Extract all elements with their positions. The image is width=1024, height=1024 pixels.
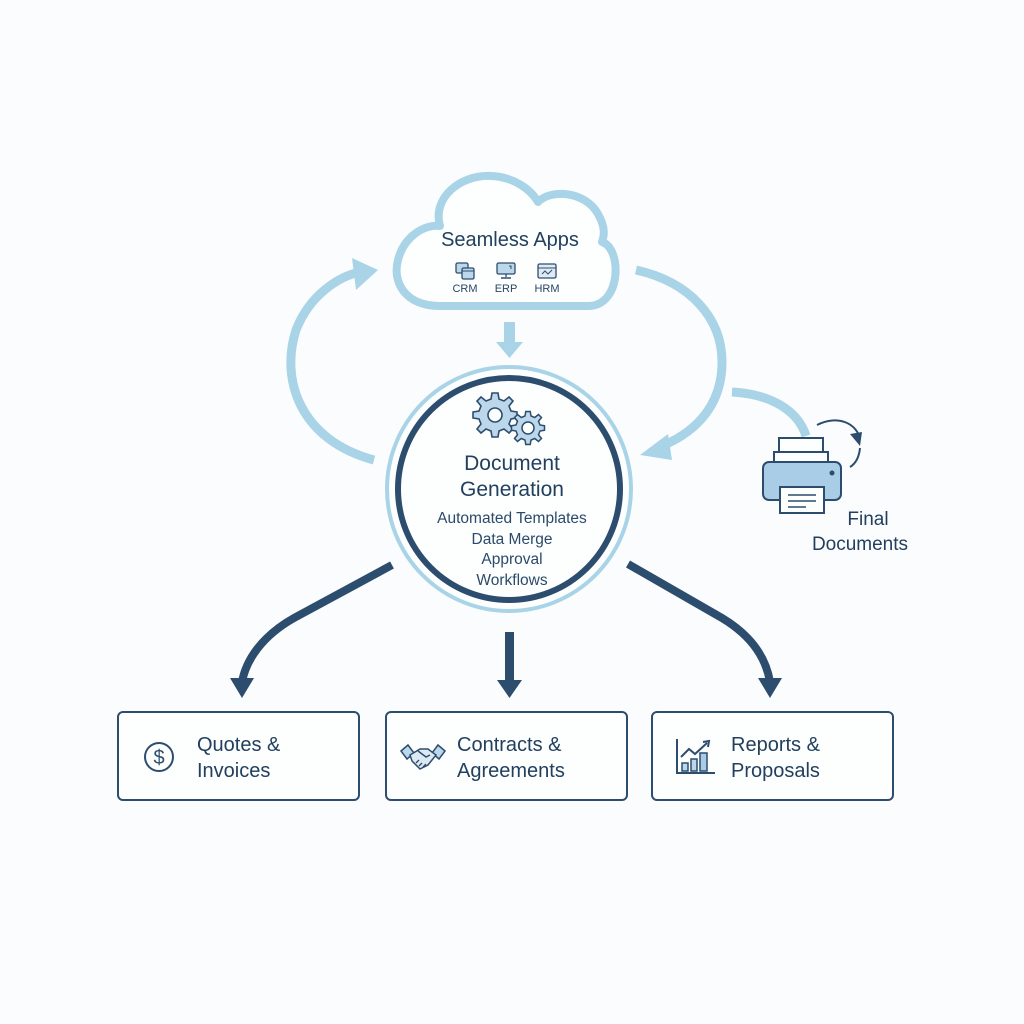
final-label-line2: Documents — [811, 534, 909, 555]
core-feature: Automated Templates — [437, 510, 587, 527]
card-label-line1: Quotes & — [197, 734, 281, 756]
card-label-line1: Contracts & — [457, 734, 562, 756]
core-features: Automated Templates Data Merge Approval … — [412, 509, 612, 591]
arrow-loop-left — [286, 267, 376, 465]
erp-monitor-icon — [496, 262, 516, 279]
bar-chart-icon — [676, 739, 715, 774]
refresh-arrow-icon — [816, 419, 862, 468]
core-feature: Data Merge — [471, 530, 553, 548]
cloud-shape — [392, 171, 620, 310]
card-label-line2: Invoices — [197, 760, 271, 782]
app-label-erp: ERP — [494, 283, 518, 295]
arrow-core-to-quotes — [230, 561, 394, 698]
core-inner-ring — [395, 375, 623, 603]
printer-icon — [762, 437, 842, 514]
card-contracts-agreements[interactable]: Contracts & Agreements — [385, 711, 628, 801]
core-title: Document Generation — [412, 451, 612, 503]
card-reports-proposals[interactable]: Reports & Proposals — [651, 711, 894, 801]
core-feature: Workflows — [476, 571, 548, 589]
card-label: Reports & Proposals — [731, 732, 820, 784]
app-label-crm: CRM — [452, 283, 478, 295]
hrm-browser-icon — [537, 263, 557, 279]
core-feature: Approval — [481, 551, 543, 568]
card-label: Contracts & Agreements — [457, 732, 565, 784]
final-label-line1: Final — [847, 509, 889, 530]
app-crm: CRM — [445, 262, 485, 295]
arrow-cloud-to-core — [496, 322, 523, 358]
crm-windows-icon — [455, 262, 475, 280]
card-label-line2: Proposals — [731, 760, 820, 782]
arrow-core-to-printer — [731, 387, 811, 438]
arrow-loop-right-head — [640, 434, 672, 460]
dollar-icon: $ — [144, 742, 174, 772]
cloud-title: Seamless Apps — [441, 229, 579, 251]
core-title-line1: Document — [464, 452, 560, 475]
arrow-loop-right — [635, 265, 727, 451]
card-label-line1: Reports & — [731, 734, 820, 756]
arrow-loop-left-head — [352, 258, 378, 290]
gears-icon — [472, 392, 546, 446]
svg-text:$: $ — [153, 747, 164, 769]
card-label: Quotes & Invoices — [197, 732, 280, 784]
app-label-hrm: HRM — [534, 283, 560, 295]
handshake-icon — [399, 743, 447, 770]
arrow-core-to-reports — [626, 560, 782, 698]
app-erp: ERP — [486, 262, 526, 295]
card-quotes-invoices[interactable]: $ Quotes & Invoices — [117, 711, 360, 801]
card-label-line2: Agreements — [457, 760, 565, 782]
arrow-core-to-contracts — [497, 632, 522, 698]
final-documents-label: Final Documents — [790, 507, 930, 557]
app-hrm: HRM — [527, 262, 567, 295]
core-title-line2: Generation — [460, 478, 564, 501]
